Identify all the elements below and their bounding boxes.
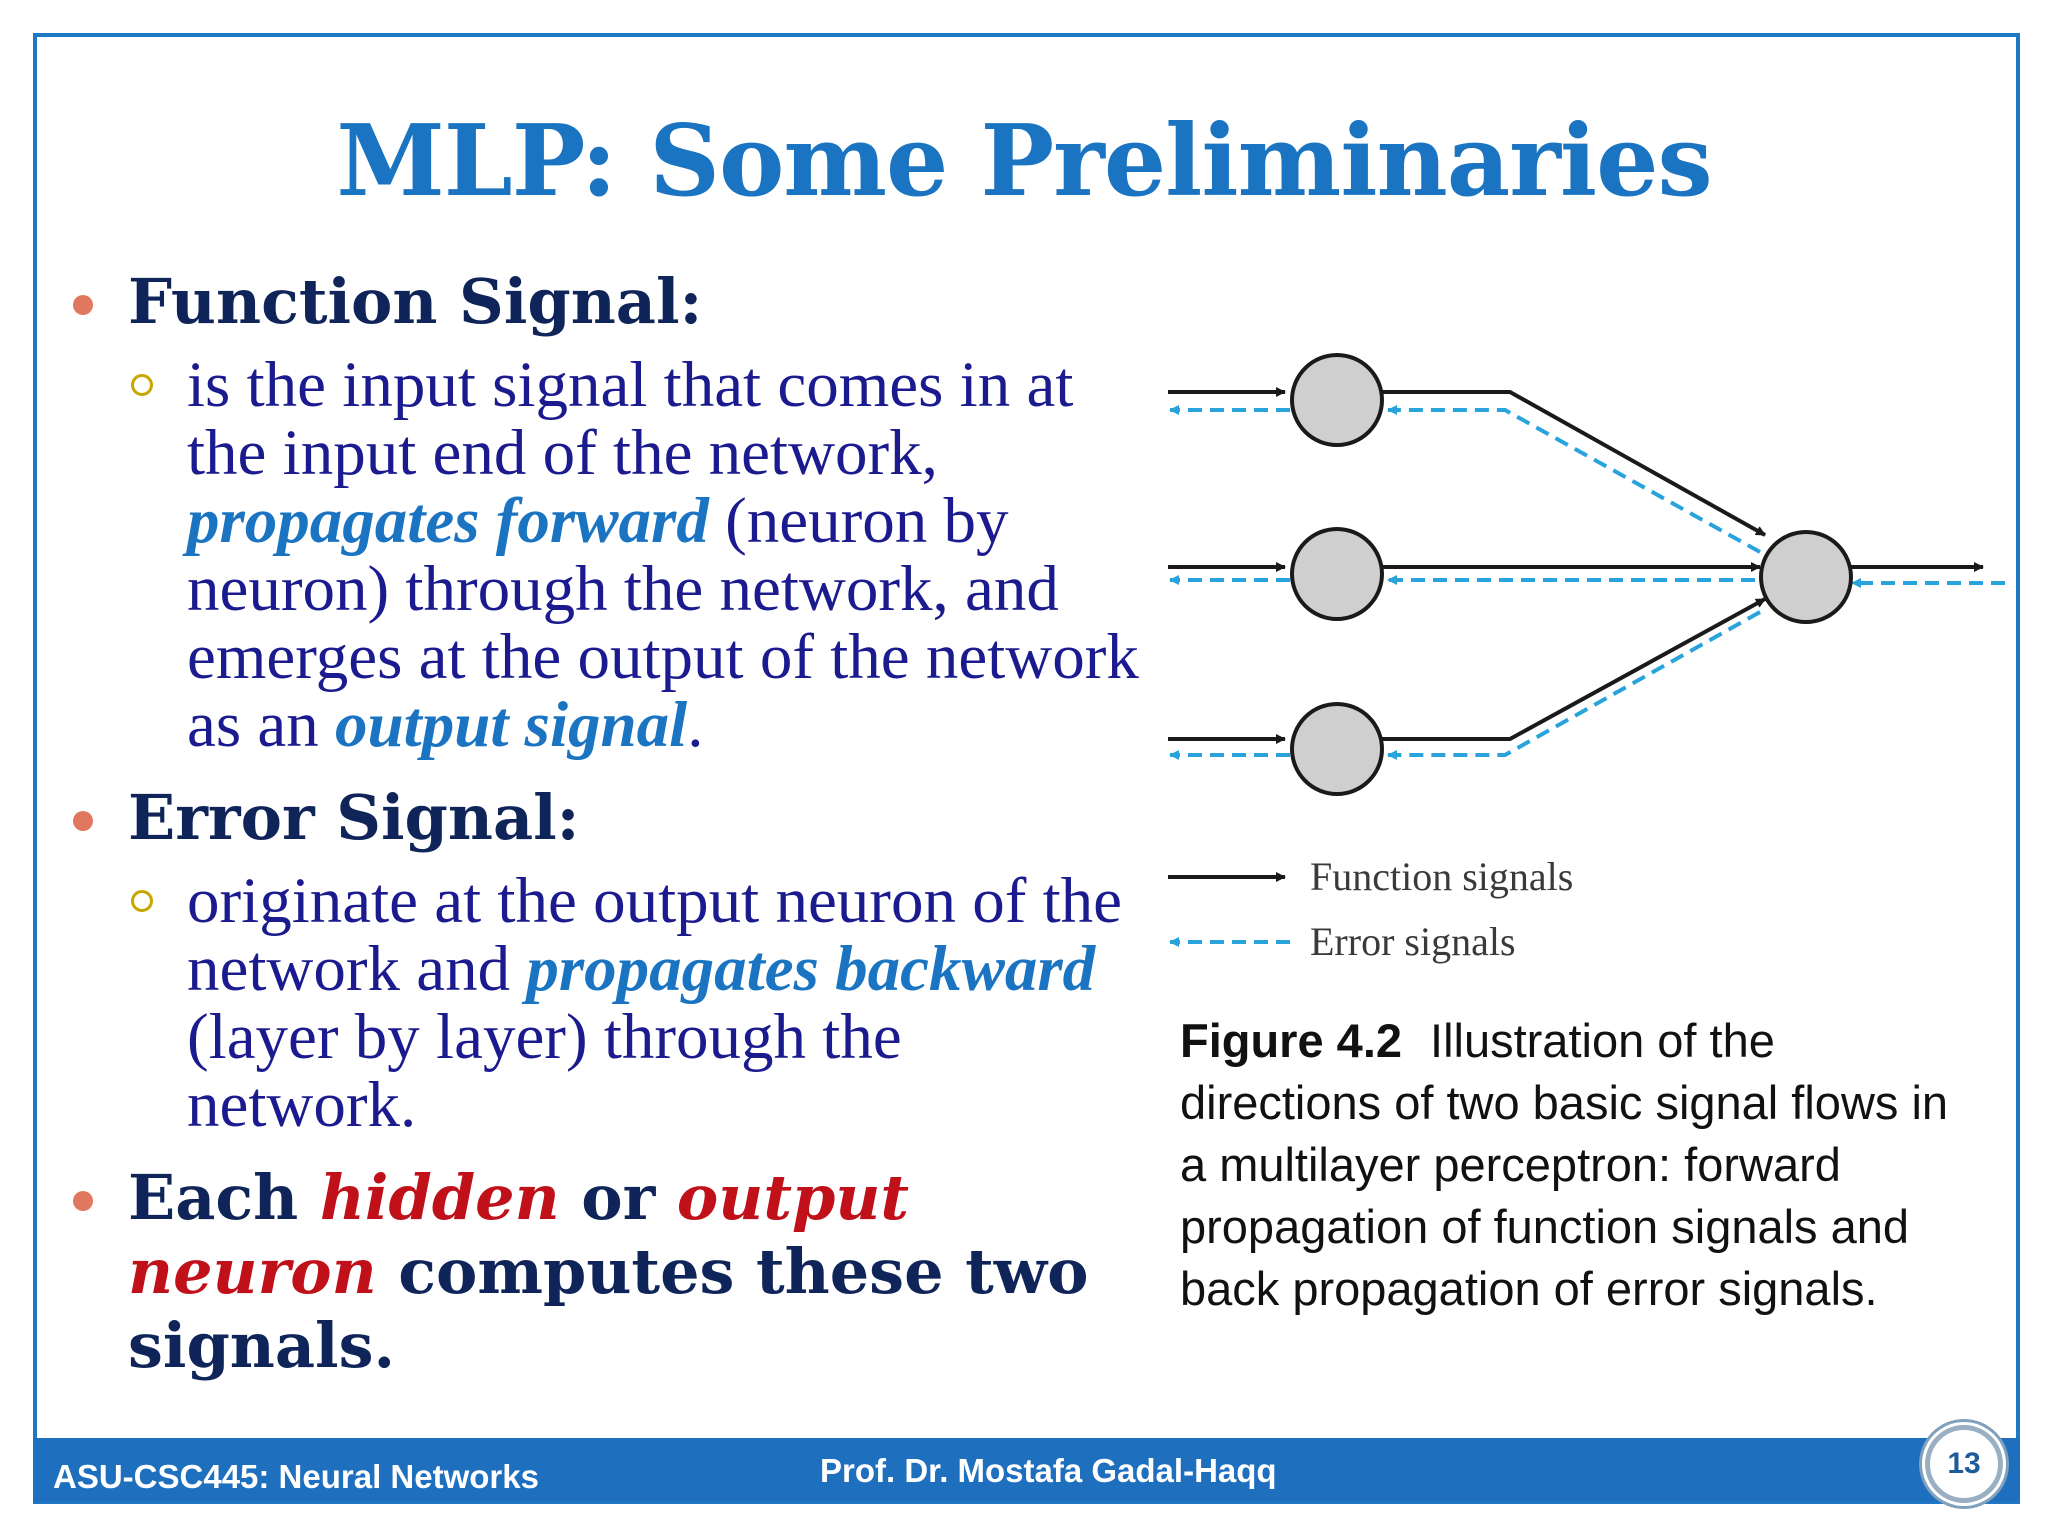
function-arrow	[1380, 390, 1766, 537]
error-signal-paths	[1169, 405, 2005, 760]
bullet-dot-icon	[73, 811, 93, 831]
error-arrow	[1387, 610, 1761, 760]
footer-bar	[33, 1438, 2020, 1502]
output-neuron	[1759, 530, 1853, 624]
bullet-each-neuron: Each hidden or output neuron computes th…	[62, 1161, 1147, 1383]
sub-bullet-text: is the input signal that comes in at the…	[187, 349, 1139, 761]
bullet-dot-icon	[73, 1191, 93, 1211]
bullet-dot-icon	[73, 295, 93, 315]
bullet-error-signal: Error Signal:	[62, 781, 1147, 855]
figure-caption-label: Figure 4.2	[1180, 1014, 1403, 1067]
sub-bullet-circle-icon	[131, 890, 153, 912]
emphasis-text: output signal	[335, 689, 688, 761]
legend-error-label: Error signals	[1310, 919, 1516, 964]
hidden-neuron	[1290, 353, 1384, 447]
footer-course: ASU-CSC445: Neural Networks	[53, 1458, 539, 1495]
hidden-neuron	[1290, 527, 1384, 621]
function-arrow	[1380, 597, 1766, 741]
emphasis-text: propagates backward	[526, 933, 1096, 1005]
page-number-badge: 13	[1925, 1425, 2003, 1503]
sub-bullet-circle-icon	[131, 374, 153, 396]
figure-legend: Function signals Error signals	[1168, 854, 1573, 964]
sub-bullet-error-signal: originate at the output neuron of the ne…	[62, 867, 1147, 1139]
hidden-neuron	[1290, 702, 1384, 796]
emphasis-text: output neuron	[128, 1161, 910, 1308]
bullet-heading: Each hidden or output neuron computes th…	[128, 1161, 1089, 1382]
bullet-heading: Function Signal:	[128, 265, 703, 338]
slide-frame	[33, 33, 2020, 1504]
bullet-heading: Error Signal:	[128, 781, 580, 854]
legend-function-label: Function signals	[1310, 854, 1573, 899]
emphasis-text: hidden	[319, 1161, 560, 1234]
neurons	[1290, 353, 1853, 796]
emphasis-text: propagates forward	[187, 485, 709, 557]
slide-title: MLP: Some Preliminaries	[336, 104, 1712, 219]
sub-bullet-text: originate at the output neuron of the ne…	[187, 865, 1123, 1141]
signal-flow-diagram: Function signals Error signals	[1168, 353, 2005, 964]
function-signal-paths	[1168, 387, 1984, 744]
error-arrow	[1387, 405, 1761, 554]
bullet-list: Function Signal: is the input signal tha…	[62, 265, 1147, 1383]
bullet-function-signal: Function Signal:	[62, 265, 1147, 339]
footer-author: Prof. Dr. Mostafa Gadal-Haqq	[820, 1452, 1277, 1489]
sub-bullet-function-signal: is the input signal that comes in at the…	[62, 351, 1147, 759]
figure-caption-text: Illustration of the directions of two ba…	[1180, 1014, 1949, 1315]
